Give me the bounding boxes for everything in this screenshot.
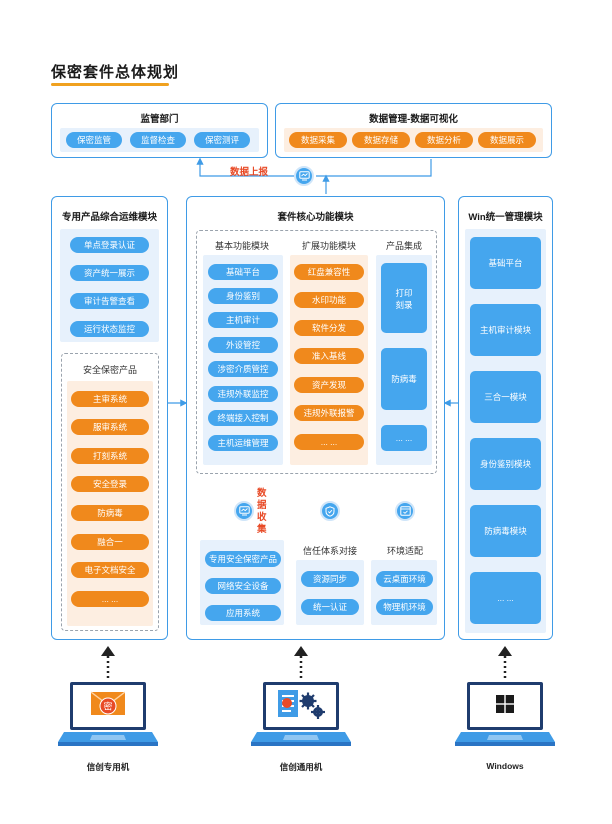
security-product-item: 电子文档安全 <box>71 562 149 578</box>
extension-module-item: ... ... <box>294 434 364 450</box>
external-product-item: 专用安全保密产品 <box>205 551 281 567</box>
extension-module-item: 资产发现 <box>294 377 364 393</box>
env-adapt-item: 物理机环境 <box>376 599 433 615</box>
basic-module-item: 基础平台 <box>208 264 278 280</box>
env-adapt-head: 环境适配 <box>386 546 423 556</box>
core-module-title: 套件核心功能模块 <box>277 212 354 223</box>
basic-module-item: 违规外联监控 <box>208 386 278 402</box>
extension-module-item: 软件分发 <box>294 320 364 336</box>
security-products-title: 安全保密产品 <box>82 365 137 375</box>
security-product-item: 安全登录 <box>71 476 149 492</box>
data-management-item: 数据采集 <box>289 132 347 148</box>
win-module-panel: Win统一管理模块 基础平台 主机审计模块 三合一模块 身份鉴别模块 防病毒模块… <box>458 196 553 640</box>
laptop-xinchuang-special: 密 <box>58 682 158 754</box>
win-module-item: ... ... <box>470 572 541 624</box>
seal-char: 密 <box>103 701 112 713</box>
supervision-title: 监管部门 <box>140 114 179 125</box>
data-management-item: 数据展示 <box>478 132 536 148</box>
extension-module-head: 扩展功能模块 <box>301 241 356 251</box>
window-check-icon <box>395 501 415 521</box>
core-module-panel: 套件核心功能模块 基本功能模块 基础平台 身份鉴别 主机审计 外设管控 涉密介质… <box>186 196 445 640</box>
trust-system-bg <box>296 560 364 625</box>
laptop-icon <box>251 682 351 746</box>
laptop-windows <box>455 682 555 754</box>
security-product-item: 打刻系统 <box>71 448 149 464</box>
page-title: 保密套件总体规划 <box>51 64 180 81</box>
core-functions-group: 基本功能模块 基础平台 身份鉴别 主机审计 外设管控 涉密介质管控 违规外联监控… <box>196 230 437 474</box>
monitor-chart-icon <box>294 166 314 186</box>
security-product-item: 防病毒 <box>71 505 149 521</box>
data-management-title: 数据管理-数据可视化 <box>369 114 458 125</box>
computer-label: 信创通用机 <box>279 762 323 772</box>
win-module-item: 防病毒模块 <box>470 505 541 557</box>
laptop-xinchuang-general <box>251 682 351 754</box>
data-report-label: 数据上报 <box>230 167 269 178</box>
ops-module-title: 专用产品综合运维模块 <box>61 212 157 223</box>
supervision-panel: 监管部门 保密监管 监督检查 保密测评 <box>51 103 268 158</box>
security-product-item: 服审系统 <box>71 419 149 435</box>
win-module-item: 基础平台 <box>470 237 541 289</box>
security-product-item: 融合一 <box>71 534 149 550</box>
document-gears-icon <box>278 690 325 719</box>
shield-icon <box>320 501 340 521</box>
integration-more: ... ... <box>381 425 427 451</box>
extension-module-item: 违规外联报警 <box>294 405 364 421</box>
ops-item: 单点登录认证 <box>70 237 149 253</box>
basic-module-item: 主机运维管理 <box>208 435 278 451</box>
trust-system-head: 信任体系对接 <box>302 546 357 556</box>
basic-module-item: 终端接入控制 <box>208 410 278 426</box>
win-module-bg <box>465 229 546 633</box>
win-module-item: 身份鉴别模块 <box>470 438 541 490</box>
trust-system-item: 统一认证 <box>301 599 359 615</box>
basic-module-bg <box>203 255 283 465</box>
basic-module-item: 身份鉴别 <box>208 288 278 304</box>
extension-module-item: 水印功能 <box>294 292 364 308</box>
data-management-panel: 数据管理-数据可视化 数据采集 数据存储 数据分析 数据展示 <box>275 103 552 158</box>
envelope-seal-icon: 密 <box>91 691 125 715</box>
computer-label: Windows <box>486 761 524 771</box>
integration-head: 产品集成 <box>385 241 422 251</box>
external-product-item: 应用系统 <box>205 605 281 621</box>
ops-item: 审计告警查看 <box>70 293 149 309</box>
basic-module-item: 外设管控 <box>208 337 278 353</box>
basic-module-head: 基本功能模块 <box>214 241 269 251</box>
computer-label: 信创专用机 <box>86 762 130 772</box>
external-product-item: 网络安全设备 <box>205 578 281 594</box>
data-management-item: 数据存储 <box>352 132 410 148</box>
ops-item: 运行状态监控 <box>70 321 149 337</box>
basic-module-item: 涉密介质管控 <box>208 361 278 377</box>
integration-antivirus: 防病毒 <box>381 348 427 410</box>
security-products-group: 安全保密产品 主审系统 服审系统 打刻系统 安全登录 防病毒 融合一 电子文档安… <box>61 353 159 631</box>
data-management-item: 数据分析 <box>415 132 473 148</box>
supervision-item: 保密监管 <box>66 132 122 148</box>
data-collect-label: 数 据 收 集 <box>257 488 267 535</box>
security-products-bg <box>67 381 153 626</box>
env-adapt-bg <box>371 560 437 625</box>
title-underline <box>51 83 169 86</box>
windows-logo-icon <box>496 695 514 713</box>
monitor-chart-icon <box>234 501 254 521</box>
supervision-item: 监督检查 <box>130 132 186 148</box>
integration-print-burn: 打印 刻录 <box>381 263 427 333</box>
extension-module-item: 红盘兼容性 <box>294 264 364 280</box>
win-module-item: 主机审计模块 <box>470 304 541 356</box>
extension-module-item: 准入基线 <box>294 348 364 364</box>
basic-module-item: 主机审计 <box>208 312 278 328</box>
win-module-title: Win统一管理模块 <box>468 212 543 223</box>
ops-module-panel: 专用产品综合运维模块 单点登录认证 资产统一展示 审计告警查看 运行状态监控 安… <box>51 196 168 640</box>
supervision-item: 保密测评 <box>194 132 250 148</box>
env-adapt-item: 云桌面环境 <box>376 571 433 587</box>
security-product-item: 主审系统 <box>71 391 149 407</box>
security-product-item: ... ... <box>71 591 149 607</box>
trust-system-item: 资源同步 <box>301 571 359 587</box>
laptop-icon <box>455 682 555 746</box>
ops-item: 资产统一展示 <box>70 265 149 281</box>
win-module-item: 三合一模块 <box>470 371 541 423</box>
